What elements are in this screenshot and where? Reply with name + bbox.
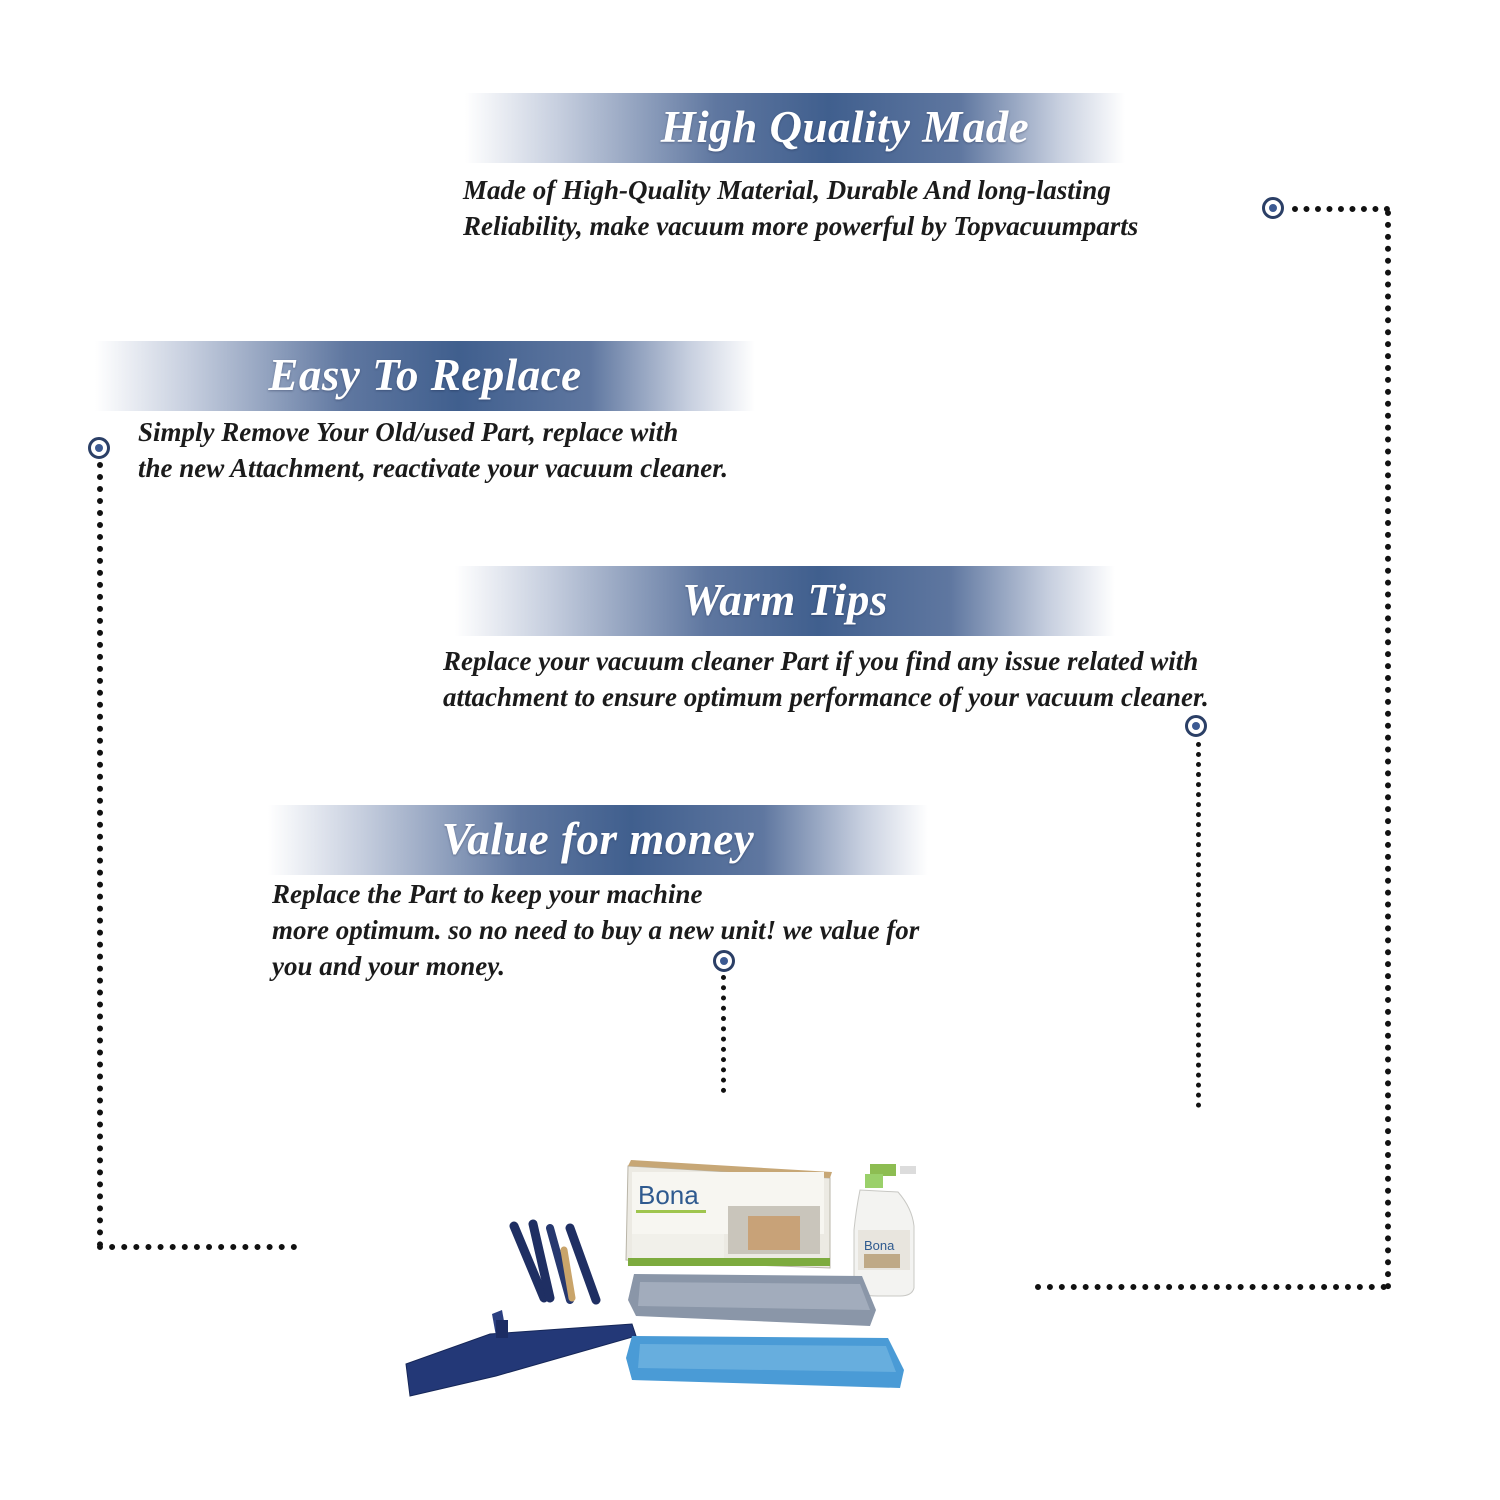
banner-value-money: Value for money: [268, 805, 928, 875]
mop-head-icon: [405, 1310, 637, 1397]
marker-circle-icon: [713, 950, 735, 972]
spray-bottle-icon: Bona: [853, 1164, 916, 1297]
blue-pad-icon: [626, 1336, 904, 1388]
banner-high-quality: High Quality Made: [465, 93, 1125, 163]
description-line: Replace your vacuum cleaner Part if you …: [443, 646, 1199, 676]
dotted-connector: [1196, 742, 1207, 1108]
dotted-connector: [97, 1244, 297, 1256]
dotted-connector: [1385, 210, 1397, 1290]
description-value-money: Replace the Part to keep your machine mo…: [272, 876, 919, 984]
grey-pad-icon: [628, 1274, 876, 1326]
dotted-connector: [1292, 206, 1390, 218]
description-line: Simply Remove Your Old/used Part, replac…: [138, 417, 679, 447]
bottle-brand-label: Bona: [864, 1238, 895, 1253]
marker-circle-icon: [1185, 715, 1207, 737]
description-easy-replace: Simply Remove Your Old/used Part, replac…: [138, 414, 728, 486]
description-line: Reliability, make vacuum more powerful b…: [463, 211, 1139, 241]
description-line: the new Attachment, reactivate your vacu…: [138, 453, 728, 483]
marker-circle-icon: [88, 437, 110, 459]
dotted-connector: [721, 975, 732, 1093]
description-line: Made of High-Quality Material, Durable A…: [463, 175, 1111, 205]
banner-title: Easy To Replace: [268, 350, 582, 400]
description-line: Replace the Part to keep your machine: [272, 879, 703, 909]
handle-rods-icon: [509, 1219, 601, 1305]
banner-title: Warm Tips: [682, 575, 888, 625]
description-line: you and your money.: [272, 951, 506, 981]
product-image: Bona Bona: [405, 1160, 916, 1397]
banner-easy-replace: Easy To Replace: [95, 341, 755, 411]
product-box-icon: Bona: [625, 1160, 832, 1269]
description-high-quality: Made of High-Quality Material, Durable A…: [463, 172, 1138, 244]
banner-title: High Quality Made: [660, 102, 1030, 152]
banner-warm-tips: Warm Tips: [455, 566, 1115, 636]
description-warm-tips: Replace your vacuum cleaner Part if you …: [443, 643, 1209, 715]
box-brand-label: Bona: [638, 1180, 699, 1210]
dotted-connector: [1035, 1284, 1387, 1296]
description-line: more optimum. so no need to buy a new un…: [272, 915, 920, 945]
dotted-connector: [97, 462, 109, 1248]
marker-circle-icon: [1262, 197, 1284, 219]
banner-title: Value for money: [441, 814, 755, 864]
description-line: attachment to ensure optimum performance…: [443, 682, 1209, 712]
